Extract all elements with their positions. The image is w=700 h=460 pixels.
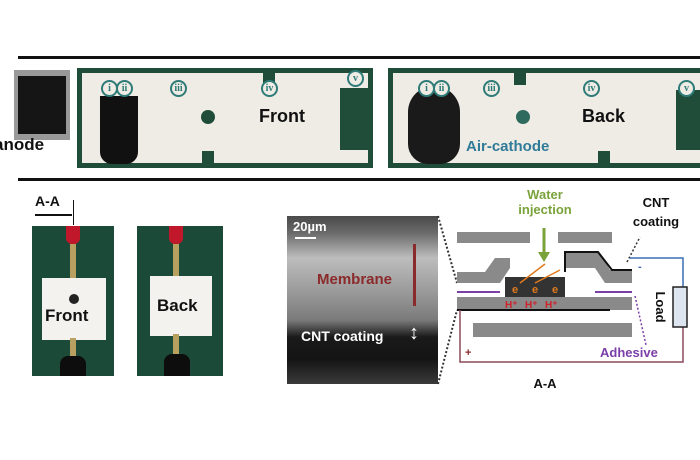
cnt-coating-line xyxy=(564,251,632,272)
cnt-label: CNT xyxy=(643,195,670,210)
membrane-label: Membrane xyxy=(317,271,393,288)
front-strip: i ii iii iv v Front xyxy=(77,68,373,168)
water-label: Water xyxy=(527,187,563,202)
section-arrow xyxy=(35,214,72,216)
electron-label: e xyxy=(512,284,518,296)
hole xyxy=(516,110,530,124)
back-label: Back xyxy=(582,106,626,126)
membrane-layer xyxy=(457,297,632,310)
top-plate-right xyxy=(558,232,612,243)
cnt-arrow-icon: ↕ xyxy=(409,322,419,344)
roman-label: v xyxy=(678,80,695,97)
back-photo: Back xyxy=(137,226,223,376)
front-label: Front xyxy=(45,306,89,325)
roman-label: v xyxy=(347,70,364,87)
coating-label: coating xyxy=(633,214,679,229)
membrane-arrow xyxy=(413,244,416,306)
adhesive-label: Adhesive xyxy=(600,345,658,360)
top-divider xyxy=(18,56,700,59)
anode-sample xyxy=(14,70,70,140)
hole xyxy=(201,110,215,124)
roman-label: iv xyxy=(261,80,278,97)
upper-layer-left xyxy=(457,258,510,283)
roman-label: ii xyxy=(116,80,133,97)
section-label: A-A xyxy=(533,376,557,391)
minus-label: - xyxy=(638,261,642,273)
bottom-plate xyxy=(473,323,632,337)
cnt-coating-label: CNT coating xyxy=(301,328,384,344)
section-label: A-A xyxy=(35,193,60,209)
load-resistor xyxy=(672,286,688,328)
roman-label: iii xyxy=(170,80,187,97)
back-label: Back xyxy=(157,296,198,315)
front-label: Front xyxy=(259,106,305,126)
middle-divider xyxy=(18,178,700,181)
electron-label: e xyxy=(532,284,538,296)
scale-bar xyxy=(295,237,316,239)
red-wire xyxy=(459,310,684,363)
upper-layer-right xyxy=(565,253,632,283)
blue-wire xyxy=(630,257,684,287)
proton-label: H⁺ xyxy=(545,300,558,311)
electron-label: e xyxy=(552,284,558,296)
roman-label: ii xyxy=(433,80,450,97)
cathode-patch xyxy=(408,86,460,164)
scale-bar-label: 20µm xyxy=(293,219,327,234)
anode-patch xyxy=(100,96,138,164)
anode-label: anode xyxy=(0,135,45,154)
roman-label: iii xyxy=(483,80,500,97)
front-photo: Front xyxy=(32,226,114,376)
air-cathode-label: Air-cathode xyxy=(466,138,550,155)
sem-image: 20µm Membrane CNT coating ↕ xyxy=(287,216,438,384)
load-label: Load xyxy=(653,291,668,322)
proton-label: H⁺ xyxy=(505,300,518,311)
back-strip: i ii iii iv v Back Air-cathode xyxy=(388,68,700,168)
plus-label: + xyxy=(465,347,471,359)
top-plate-left xyxy=(457,232,530,243)
injection-label: injection xyxy=(518,202,572,217)
roman-label: iv xyxy=(583,80,600,97)
proton-label: H⁺ xyxy=(525,300,538,311)
